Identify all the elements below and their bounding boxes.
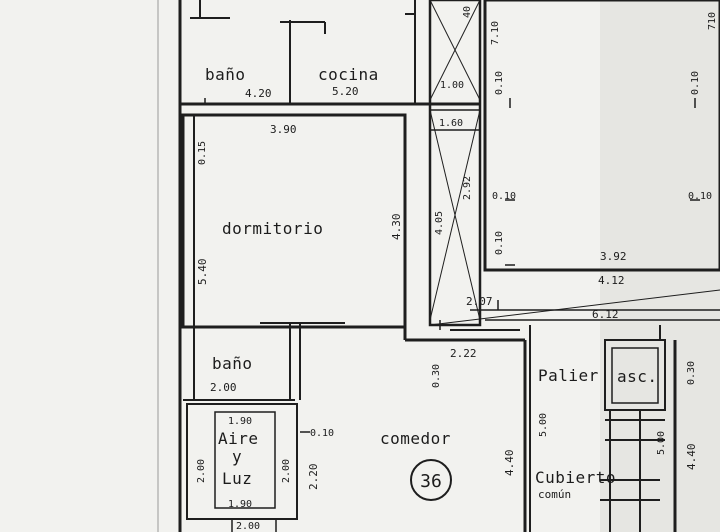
- dim-label: 4.05: [434, 211, 445, 235]
- dim-label: 3.92: [600, 250, 627, 263]
- room-label-palier: Palier: [538, 366, 599, 385]
- dim-label: 0.10: [494, 231, 505, 255]
- dim-label: 2.00: [196, 459, 207, 483]
- dim-label: 1.60: [439, 118, 463, 129]
- dim-label: 40: [462, 6, 473, 18]
- unit-number-circle: [410, 459, 452, 501]
- dim-label: 710: [707, 12, 718, 30]
- dim-label: 4.20: [245, 87, 272, 100]
- dim-label: 2.20: [307, 464, 320, 491]
- room-label-asc: asc.: [617, 367, 658, 386]
- dim-label: 5.20: [332, 85, 359, 98]
- room-label-cubierto-1: Cubierto: [535, 468, 616, 487]
- dim-label: 2.22: [450, 347, 477, 360]
- dim-label: 0.10: [690, 71, 701, 95]
- room-label-cubierto-2: común: [538, 488, 571, 501]
- dim-label: 0.15: [197, 141, 208, 165]
- shadow-right: [600, 0, 720, 532]
- dim-label: 2.92: [462, 176, 473, 200]
- room-label-aire-luz-2: y: [232, 447, 242, 466]
- dim-label: 1.90: [228, 416, 252, 427]
- dim-label: 1.90: [228, 499, 252, 510]
- dim-label: 5.00: [656, 431, 667, 455]
- dim-label: 5.00: [538, 413, 549, 437]
- room-label-bano-top: baño: [205, 65, 246, 84]
- dim-label: 3.90: [270, 123, 297, 136]
- room-label-bano-mid: baño: [212, 354, 253, 373]
- walls: [178, 0, 720, 532]
- dim-label: 0.10: [492, 191, 516, 202]
- dim-label: 2.07: [466, 295, 493, 308]
- dim-label: 6.12: [592, 308, 619, 321]
- dim-label: 7.10: [490, 21, 501, 45]
- room-label-cocina: cocina: [318, 65, 379, 84]
- dim-label: 0.10: [688, 191, 712, 202]
- dimension-ticks: [204, 98, 700, 532]
- dim-label: 0.10: [494, 71, 505, 95]
- room-label-aire-luz-1: Aire: [218, 429, 259, 448]
- dim-label: 4.30: [390, 214, 403, 241]
- room-label-aire-luz-3: Luz: [222, 469, 252, 488]
- dim-label: 0.30: [431, 364, 442, 388]
- dim-label: 0.10: [310, 428, 334, 439]
- dim-label: 2.00: [210, 381, 237, 394]
- dim-label: 5.40: [196, 259, 209, 286]
- dim-label: 1.00: [440, 80, 464, 91]
- dim-label: 2.00: [281, 459, 292, 483]
- dim-label: 0.30: [686, 361, 697, 385]
- room-label-dormitorio: dormitorio: [222, 219, 323, 238]
- dim-label: 2.00: [236, 521, 260, 532]
- dim-label: 4.40: [685, 444, 698, 471]
- room-label-comedor: comedor: [380, 429, 451, 448]
- dim-label: 4.12: [598, 274, 625, 287]
- dim-label: 4.40: [503, 450, 516, 477]
- unit-number: 36: [420, 471, 442, 492]
